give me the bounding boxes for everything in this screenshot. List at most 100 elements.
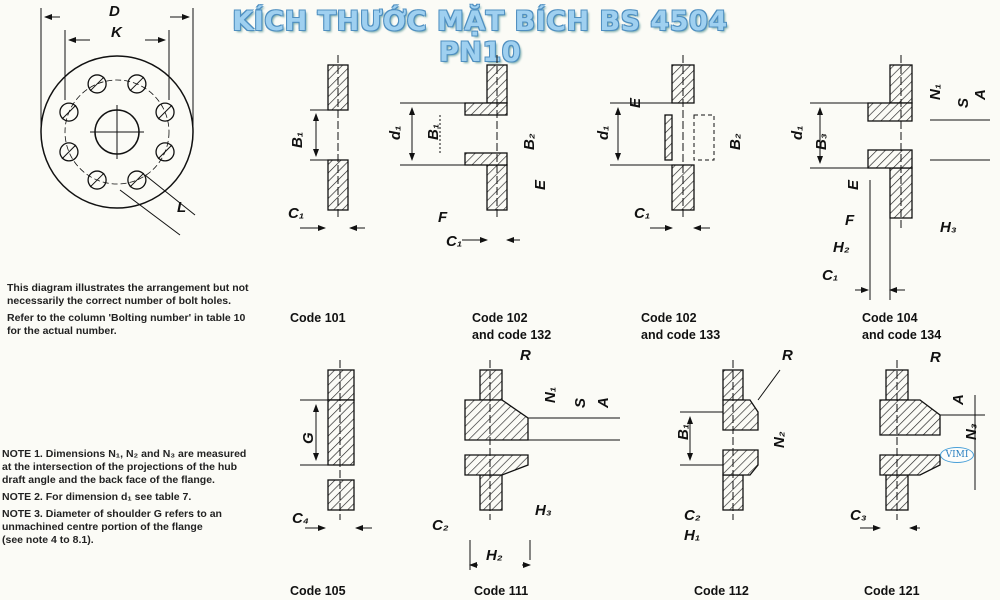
figure-caption-112: Code 112 xyxy=(694,583,749,600)
line xyxy=(89,172,105,188)
dimension-label: d₁ xyxy=(789,126,806,140)
bolt-hole xyxy=(127,170,147,190)
line xyxy=(157,104,173,120)
vimi-watermark: VIMI xyxy=(940,447,974,463)
line xyxy=(757,369,781,401)
caption: Code 121 xyxy=(864,584,920,598)
line xyxy=(119,189,181,236)
note-line: NOTE 3. Diameter of shoulder G refers to… xyxy=(2,508,222,520)
hatched-section xyxy=(464,152,508,166)
dimension-label: B₁ xyxy=(425,124,442,140)
caption: Code 104 xyxy=(862,311,918,325)
bolt-hole xyxy=(59,142,79,162)
page-title: KÍCH THƯỚC MẶT BÍCH BS 4504 PN10 xyxy=(232,6,728,68)
dimension-label: G xyxy=(300,432,317,444)
dimension-label: B₁ xyxy=(675,424,692,440)
figure-caption-111: Code 111 xyxy=(474,583,528,600)
note-line: Refer to the column 'Bolting number' in … xyxy=(7,312,246,324)
dimension-label: B₃ xyxy=(813,133,830,150)
hatched-section xyxy=(327,399,355,466)
line xyxy=(157,144,173,160)
figure-caption-102-132: Code 102 and code 132 xyxy=(472,310,551,344)
caption: Code 105 xyxy=(290,584,346,598)
dimension-label: H₃ xyxy=(535,502,552,519)
notes-top: This diagram illustrates the arrangement… xyxy=(7,282,249,338)
hatched-section xyxy=(867,149,913,169)
hatched-section xyxy=(327,369,355,401)
note-line: at the intersection of the projections o… xyxy=(2,461,238,473)
note-line: unmachined centre portion of the flange xyxy=(2,521,203,533)
caption-line2: and code 132 xyxy=(472,328,552,342)
hatched-section xyxy=(867,102,913,122)
figure-caption-105: Code 105 xyxy=(290,583,346,600)
notes-bottom: NOTE 1. Dimensions N₁, N₂ and N₃ are mea… xyxy=(2,448,246,547)
dimension-label: B₁ xyxy=(289,132,306,148)
dimension-label: C₁ xyxy=(822,267,838,284)
note-line: This diagram illustrates the arrangement… xyxy=(7,282,249,294)
note-line: NOTE 1. Dimensions N₁, N₂ and N₃ are mea… xyxy=(2,448,247,460)
figure-caption-104-134: Code 104 and code 134 xyxy=(862,310,941,344)
dimension-label: A xyxy=(972,89,989,101)
hatched-hub xyxy=(464,399,529,441)
line xyxy=(129,76,145,92)
caption-line2: and code 134 xyxy=(862,328,942,342)
hatched-hub xyxy=(722,449,759,476)
hatched-hub xyxy=(464,454,529,476)
dimension-label: d₁ xyxy=(595,126,612,140)
line xyxy=(89,76,105,92)
caption: Code 102 xyxy=(472,311,528,325)
dimension-label: F xyxy=(438,209,448,226)
line xyxy=(61,104,77,120)
dimension-label: E xyxy=(627,97,644,108)
figure-caption-102-133: Code 102 and code 133 xyxy=(641,310,720,344)
dimension-label: D xyxy=(109,3,120,20)
dimension-label: N₁ xyxy=(927,84,944,100)
bolt-hole xyxy=(155,102,175,122)
line xyxy=(61,144,77,160)
dashed-outline xyxy=(693,114,715,161)
dimension-label: N₂ xyxy=(771,431,788,448)
dimension-label: N₁ xyxy=(542,387,559,403)
bolt-hole xyxy=(87,170,107,190)
line xyxy=(129,172,145,188)
dimension-label: C₂ xyxy=(684,507,701,524)
dimension-label: S xyxy=(572,398,589,408)
dimension-label: L xyxy=(177,199,186,216)
hatched-section xyxy=(479,369,503,401)
dimension-label: C₂ xyxy=(432,517,449,534)
caption: Code 101 xyxy=(290,311,346,325)
dimension-label: H₂ xyxy=(833,239,850,256)
dimension-label: E xyxy=(845,179,862,190)
figure-caption-121: Code 121 xyxy=(864,583,920,600)
dimension-label: F xyxy=(845,212,855,229)
dimension-label: C₁ xyxy=(634,205,650,222)
hatched-hub xyxy=(879,399,941,436)
figure-caption-101: Code 101 xyxy=(290,310,346,327)
bolt-hole xyxy=(127,74,147,94)
line xyxy=(144,174,196,216)
caption: Code 102 xyxy=(641,311,697,325)
note-line: draft angle and the back face of the fla… xyxy=(2,474,215,486)
note-line: NOTE 2. For dimension d₁ see table 7. xyxy=(2,491,192,503)
dimension-label: R xyxy=(930,349,941,366)
hatched-section xyxy=(464,102,508,116)
dimension-label: C₁ xyxy=(288,205,304,222)
dimension-label: B₂ xyxy=(727,133,744,150)
dimension-label: C₄ xyxy=(292,510,309,527)
dimension-label: H₂ xyxy=(486,547,503,564)
dimension-label: B₂ xyxy=(521,133,538,150)
hatched-hub xyxy=(879,454,941,476)
hatched-section xyxy=(327,479,355,511)
dimension-label: C₁ xyxy=(446,233,462,250)
caption-line2: and code 133 xyxy=(641,328,721,342)
dimension-label: R xyxy=(520,347,531,364)
dimension-label: A xyxy=(595,397,612,409)
dimension-label: K xyxy=(111,24,123,41)
dimension-label: S xyxy=(955,98,972,108)
note-line: necessarily the correct number of bolt h… xyxy=(7,295,232,307)
pitch-circle xyxy=(64,79,170,185)
dimension-label: E xyxy=(532,179,549,190)
hatched-section xyxy=(664,114,673,161)
dimension-label: A xyxy=(950,394,967,406)
dimension-label: d₁ xyxy=(387,126,404,140)
